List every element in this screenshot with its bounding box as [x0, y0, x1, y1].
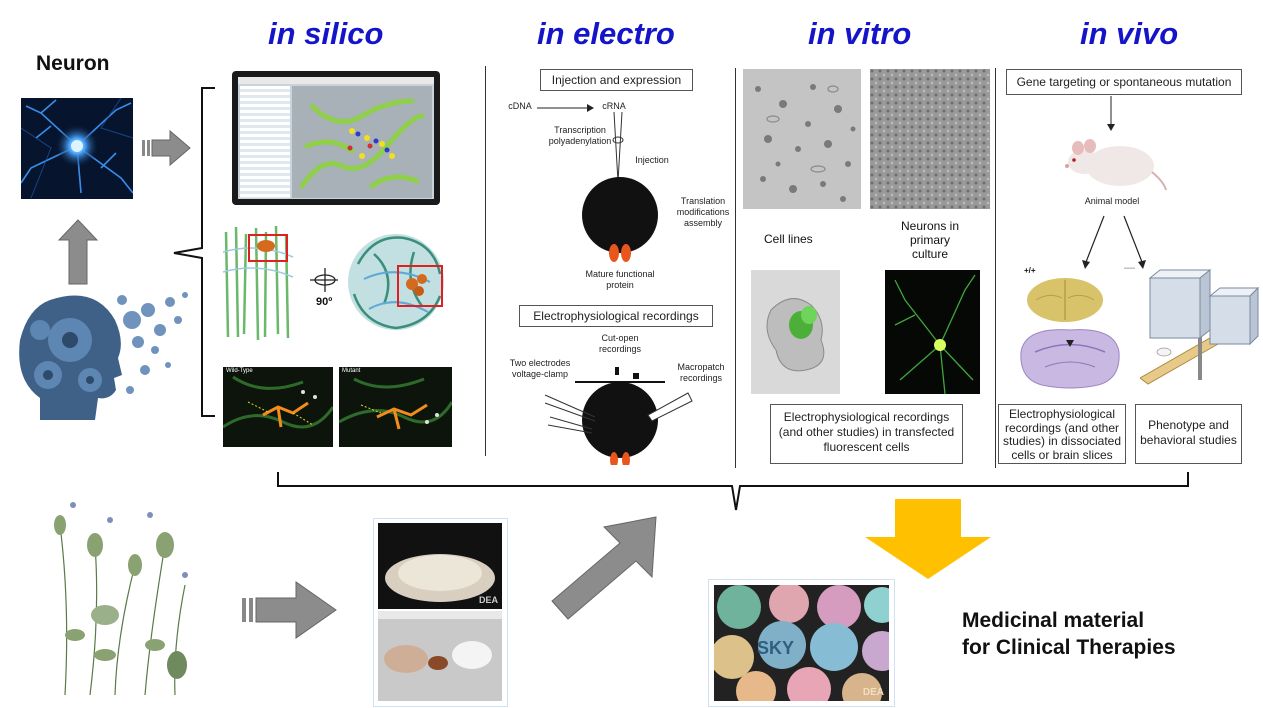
- gene-targeting-box: Gene targeting or spontaneous mutation: [1006, 69, 1242, 95]
- knockout-genotype-label: —: [1124, 262, 1135, 274]
- crna-label: cRNA: [602, 101, 626, 111]
- brain-slice-image: [1020, 329, 1120, 389]
- separator-line: [735, 68, 736, 468]
- cell-lines-micrograph: [743, 69, 861, 209]
- arrow-up-icon: [57, 219, 99, 285]
- rotate-icon: [310, 268, 338, 292]
- translation-label: Translation modifications assembly: [676, 196, 730, 228]
- animal-model-label: Animal model: [1084, 196, 1140, 206]
- arrow-right-icon: [537, 104, 594, 112]
- cut-open-label: Cut-open recordings: [598, 333, 642, 354]
- transfected-cell-image: [751, 270, 840, 394]
- medicinal-plants-image: [54, 502, 188, 696]
- result-line-2: for Clinical Therapies: [962, 636, 1176, 659]
- pills-image: SKY DEA: [708, 579, 895, 707]
- fluorescent-neuron-image: [885, 270, 980, 394]
- mature-protein-label: Mature functional protein: [585, 269, 655, 290]
- cell-lines-label: Cell lines: [764, 232, 813, 246]
- mutant-panel: Mutant: [339, 367, 452, 447]
- transfected-cells-box: Electrophysiological recordings (and oth…: [770, 404, 963, 464]
- rotation-label: 90º: [316, 296, 333, 308]
- injection-expression-box: Injection and expression: [540, 69, 693, 91]
- heading-in-vivo: in vivo: [1080, 16, 1179, 51]
- separator-line: [995, 68, 996, 468]
- neuron-image: [21, 98, 133, 199]
- cdna-label: cDNA: [508, 101, 532, 111]
- gear-head-image: [10, 280, 195, 440]
- heading-in-silico: in silico: [268, 16, 384, 51]
- arrow-down-yellow-icon: [865, 499, 991, 579]
- neuron-label: Neuron: [36, 52, 110, 75]
- dea-watermark: DEA: [862, 687, 884, 698]
- primary-neurons-micrograph: [870, 69, 990, 209]
- pill-imprint: SKY: [757, 638, 795, 658]
- phenotype-box: Phenotype and behavioral studies: [1135, 404, 1242, 464]
- heading-in-vitro: in vitro: [808, 16, 912, 51]
- electrophysiological-recordings-box: Electrophysiological recordings: [519, 305, 713, 327]
- heading-in-electro: in electro: [537, 16, 675, 51]
- software-screenshot: [232, 71, 440, 205]
- wild-type-label: Wild-Type: [226, 368, 253, 374]
- split-arrows-icon: [1082, 215, 1146, 269]
- mouse-image: [1065, 139, 1167, 191]
- wild-type-panel: Wild-Type: [223, 367, 333, 447]
- channel-side-view: [222, 225, 294, 341]
- neurons-primary-label: Neurons in primary culture: [900, 219, 960, 261]
- arrow-right-icon: [142, 129, 191, 167]
- transcription-label: Transcription polyadenylation: [548, 125, 612, 146]
- brain-image: [1027, 278, 1103, 322]
- dea-watermark: DEA: [478, 595, 498, 605]
- bottom-brace: [277, 472, 1189, 511]
- result-text: Medicinal material for Clinical Therapie…: [962, 607, 1176, 661]
- oocyte-cell: [582, 177, 658, 262]
- arrow-up-right-icon: [551, 516, 657, 620]
- two-electrodes-label: Two electrodes voltage-clamp: [509, 358, 571, 379]
- dissociated-cells-box: Electrophysiological recordings (and oth…: [998, 404, 1126, 464]
- macropatch-label: Macropatch recordings: [677, 362, 725, 383]
- behavior-apparatus-image: [1140, 268, 1260, 385]
- wild-type-genotype-label: +/+: [1024, 266, 1036, 275]
- mutant-label: Mutant: [342, 368, 361, 374]
- injection-label: Injection: [635, 155, 669, 165]
- brace-bracket: [173, 87, 215, 417]
- powder-images: DEA: [373, 518, 508, 707]
- arrow-right-icon: [242, 581, 337, 639]
- separator-line: [485, 66, 486, 456]
- channel-top-view: [348, 234, 444, 330]
- result-line-1: Medicinal material: [962, 609, 1145, 632]
- arrow-down-icon: [1107, 96, 1115, 131]
- recording-oocyte: [544, 367, 693, 465]
